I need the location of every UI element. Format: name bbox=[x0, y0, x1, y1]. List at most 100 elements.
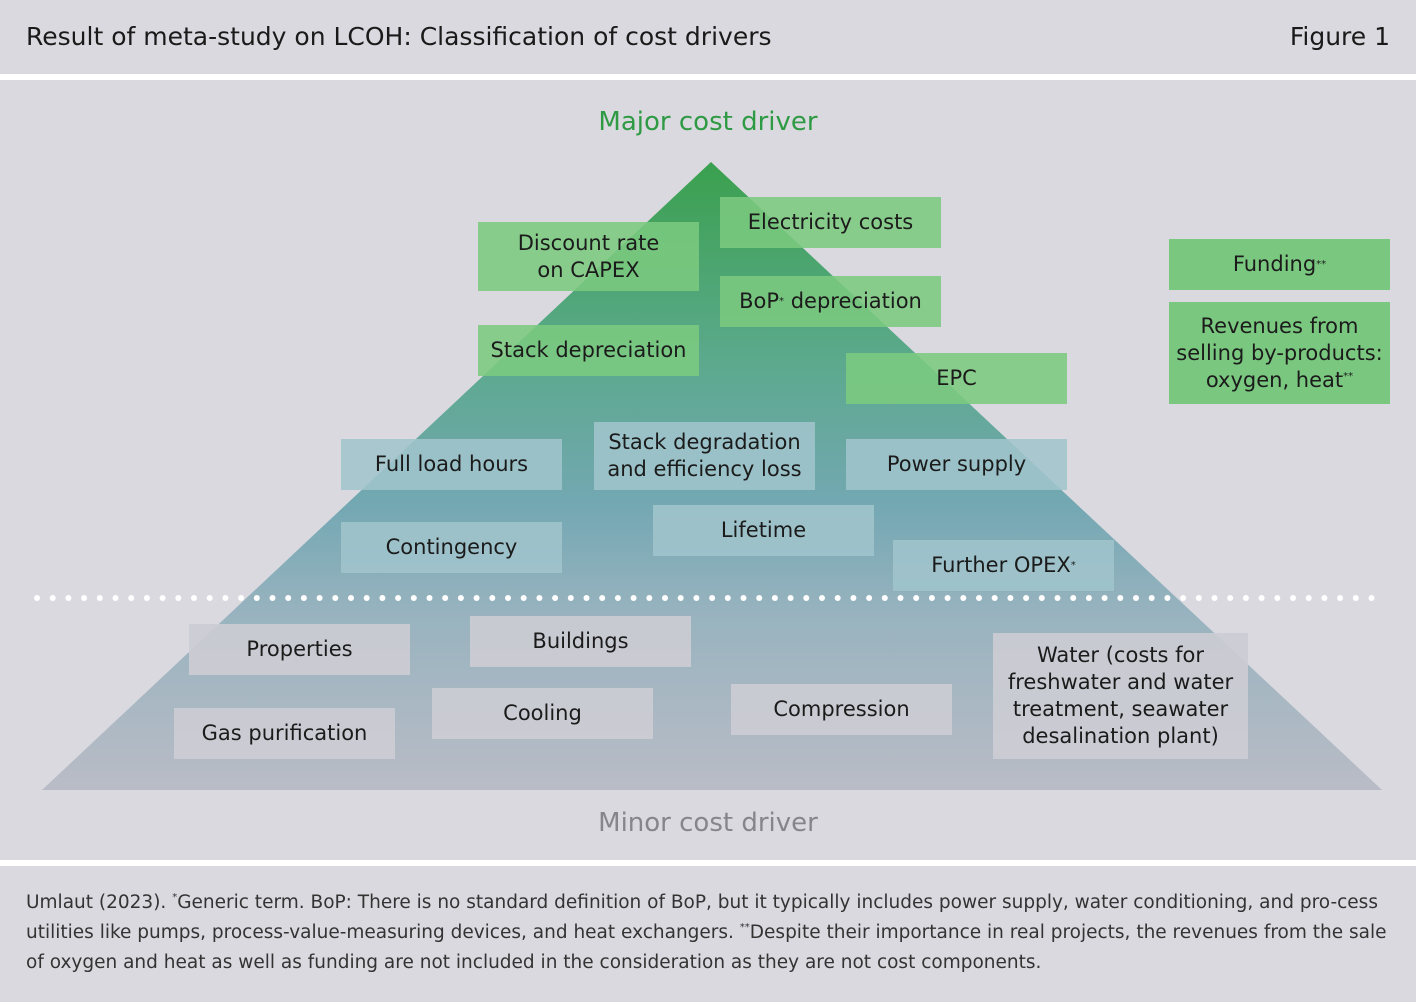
divider-dot bbox=[991, 595, 998, 601]
divider-dot bbox=[520, 595, 527, 601]
figure-footer: Umlaut (2023). *Generic term. BoP: There… bbox=[0, 866, 1416, 1002]
divider-dot bbox=[614, 595, 621, 601]
figure-title: Result of meta-study on LCOH: Classifica… bbox=[26, 22, 772, 51]
footnote-revenues-note: Despite their importance in real project… bbox=[26, 922, 1387, 973]
divider-dot bbox=[536, 595, 543, 601]
box-epc: EPC bbox=[846, 353, 1067, 404]
divider-dot bbox=[567, 595, 574, 601]
divider-dot bbox=[34, 595, 40, 601]
divider-dot bbox=[960, 595, 967, 601]
divider-dot bbox=[866, 595, 873, 601]
divider-dot bbox=[410, 595, 417, 601]
box-funding: Funding** bbox=[1169, 239, 1390, 290]
divider-dot bbox=[348, 595, 354, 601]
divider-dot bbox=[1085, 595, 1092, 601]
divider-dot bbox=[944, 595, 951, 601]
box-revenues: Revenues from selling by-products: oxyge… bbox=[1169, 302, 1390, 404]
divider-dot bbox=[1290, 595, 1296, 601]
divider-dot bbox=[756, 595, 763, 601]
divider-dot bbox=[693, 595, 700, 601]
divider-dot bbox=[1195, 595, 1202, 601]
divider-dot bbox=[159, 595, 166, 601]
divider-dot bbox=[552, 595, 559, 601]
box-contingency: Contingency bbox=[341, 522, 562, 573]
box-electricity-costs: Electricity costs bbox=[720, 197, 941, 248]
figure-header: Result of meta-study on LCOH: Classifica… bbox=[0, 0, 1416, 74]
divider-dot bbox=[128, 595, 135, 601]
divider-dot bbox=[1007, 595, 1014, 601]
box-water: Water (costs for freshwater and water tr… bbox=[993, 633, 1248, 759]
minor-cost-driver-label: Minor cost driver bbox=[598, 808, 818, 838]
divider-dot bbox=[81, 595, 88, 601]
divider-dot bbox=[238, 595, 245, 601]
divider-dot bbox=[457, 595, 464, 601]
divider-dot bbox=[1274, 595, 1281, 601]
divider-dot bbox=[1242, 595, 1249, 601]
divider-dot bbox=[285, 595, 292, 601]
divider-dot bbox=[1164, 595, 1171, 601]
divider-dot bbox=[300, 595, 307, 601]
divider-dot bbox=[787, 595, 794, 601]
divider-dot bbox=[599, 595, 606, 601]
divider-dot bbox=[1352, 595, 1359, 601]
footnote-mark-double: ** bbox=[739, 922, 750, 933]
divider-dot bbox=[426, 595, 433, 601]
divider-dot bbox=[1070, 595, 1077, 601]
divider-dot bbox=[928, 595, 935, 601]
figure-number: Figure 1 bbox=[1289, 22, 1390, 51]
divider-dot bbox=[834, 595, 841, 601]
divider-dot bbox=[1180, 595, 1187, 601]
box-properties: Properties bbox=[189, 624, 410, 675]
divider-dot bbox=[65, 595, 72, 601]
divider-dot bbox=[175, 595, 182, 601]
divider-dot bbox=[442, 595, 449, 601]
divider-dot bbox=[269, 595, 276, 601]
divider-dot bbox=[1337, 595, 1344, 601]
bop-label: BoP bbox=[739, 289, 780, 313]
divider-dot bbox=[473, 595, 480, 601]
box-discount-rate: Discount rate on CAPEX bbox=[478, 222, 699, 291]
divider-dot bbox=[1101, 595, 1108, 601]
divider-dot bbox=[1211, 595, 1218, 601]
box-stack-depreciation: Stack depreciation bbox=[478, 325, 699, 376]
divider-dot bbox=[771, 595, 778, 601]
footnote-text: Umlaut (2023). *Generic term. BoP: There… bbox=[26, 888, 1390, 978]
divider-dot bbox=[1054, 595, 1061, 601]
divider-dot bbox=[489, 595, 496, 601]
major-cost-driver-label: Major cost driver bbox=[598, 107, 818, 137]
divider-dot bbox=[1023, 595, 1030, 601]
divider-dot bbox=[112, 595, 119, 601]
divider-dot bbox=[881, 595, 888, 601]
divider-dot bbox=[724, 595, 731, 601]
divider-dot bbox=[49, 595, 56, 601]
divider-dot bbox=[1133, 595, 1139, 601]
divider-dot bbox=[253, 595, 260, 601]
divider-dot bbox=[913, 595, 920, 601]
divider-dot bbox=[646, 595, 653, 601]
footnote-mark-single: * bbox=[172, 892, 178, 903]
revenues-label: Revenues from selling by-products: oxyge… bbox=[1176, 313, 1382, 394]
further-opex-label: Further OPEX bbox=[931, 553, 1071, 577]
divider-dot bbox=[897, 595, 904, 601]
divider-dot bbox=[1227, 595, 1234, 601]
box-stack-degradation: Stack degradation and efficiency loss bbox=[594, 422, 815, 490]
divider-dot bbox=[976, 595, 982, 601]
divider-dot bbox=[332, 595, 339, 601]
bop-depreciation-label: depreciation bbox=[784, 289, 922, 313]
footnote-source: Umlaut (2023). bbox=[26, 892, 173, 913]
divider-dot bbox=[740, 595, 747, 601]
divider-dot bbox=[662, 595, 668, 601]
box-gas-purification: Gas purification bbox=[174, 708, 395, 759]
divider-dot bbox=[379, 595, 386, 601]
divider-dot bbox=[819, 595, 825, 601]
divider-dot bbox=[1038, 595, 1045, 601]
divider-dot bbox=[1305, 595, 1312, 601]
divider-dot bbox=[191, 595, 197, 601]
box-cooling: Cooling bbox=[432, 688, 653, 739]
divider-dot bbox=[803, 595, 810, 601]
divider-dot bbox=[850, 595, 857, 601]
divider-dot bbox=[1148, 595, 1155, 601]
box-buildings: Buildings bbox=[470, 616, 691, 667]
divider-dot bbox=[505, 595, 511, 601]
